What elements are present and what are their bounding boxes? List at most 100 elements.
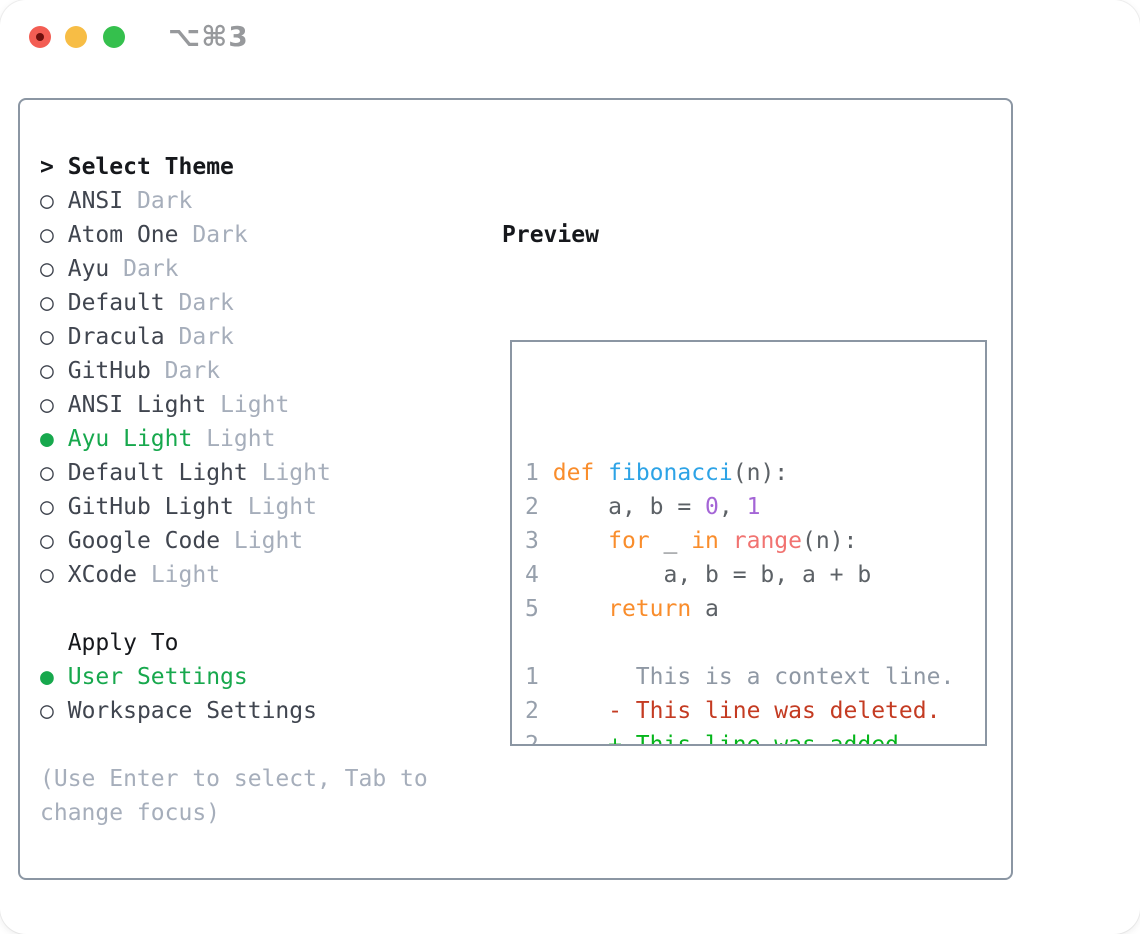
code-segment: 1	[746, 494, 761, 520]
line-number: 2	[525, 732, 539, 746]
theme-item[interactable]: ○ ANSI Light Light	[40, 388, 428, 422]
code-line: 4 a, b = b, a + b	[525, 558, 985, 592]
line-number: 4	[525, 562, 539, 588]
theme-item-variant: Dark	[178, 290, 234, 316]
radio-icon: ○	[40, 562, 54, 588]
code-segment: in	[691, 528, 719, 554]
radio-icon: ○	[40, 188, 54, 214]
prompt-icon: >	[40, 154, 54, 180]
code-segment: This is a context line.	[552, 664, 955, 690]
radio-icon: ○	[40, 324, 54, 350]
line-number: 2	[525, 494, 539, 520]
theme-item[interactable]: ○ Atom One Dark	[40, 218, 428, 252]
theme-item[interactable]: ○ Ayu Dark	[40, 252, 428, 286]
theme-item-label: Ayu	[67, 256, 110, 282]
minimize-button[interactable]	[65, 26, 87, 48]
theme-item-variant: Light	[150, 562, 221, 588]
line-number: 5	[525, 596, 539, 622]
theme-item-variant: Dark	[192, 222, 248, 248]
close-button[interactable]	[29, 26, 51, 48]
code-segment: fibonacci	[608, 460, 733, 486]
code-segment: return	[608, 596, 692, 622]
theme-item-variant: Light	[233, 528, 304, 554]
theme-item[interactable]: ○ Dracula Dark	[40, 320, 428, 354]
code-line: 1 def fibonacci(n):	[525, 456, 985, 490]
radio-icon: ○	[40, 290, 54, 316]
theme-item[interactable]: ○ Default Dark	[40, 286, 428, 320]
theme-item[interactable]: ○ GitHub Light Light	[40, 490, 428, 524]
radio-icon: ○	[40, 222, 54, 248]
code-segment: 0	[705, 494, 719, 520]
theme-item-variant: Light	[261, 460, 331, 486]
radio-icon: ○	[40, 256, 54, 282]
hint-text: change focus)	[40, 800, 221, 826]
code-line: 5 return a	[525, 592, 985, 626]
code-line: 2 + This line was added.	[525, 728, 985, 746]
theme-picker-panel: > Select Theme○ ANSI Dark○ Atom One Dark…	[18, 98, 1013, 880]
code-segment: (n):	[802, 528, 858, 554]
apply-to-header: Apply To	[40, 626, 428, 660]
theme-item-label: Default Light	[67, 460, 248, 486]
line-number: 1	[525, 664, 539, 690]
code-line: 1 This is a context line.	[525, 660, 985, 694]
code-segment: for	[608, 528, 650, 554]
radio-icon: ○	[40, 460, 54, 486]
apply-to-option[interactable]: ● User Settings	[40, 660, 428, 694]
code-line: 3 for _ in range(n):	[525, 524, 985, 558]
radio-icon: ○	[40, 528, 54, 554]
theme-item-variant: Light	[220, 392, 290, 418]
code-segment: ,	[718, 494, 747, 520]
spacer-row	[40, 592, 428, 626]
radio-selected-icon: ●	[40, 664, 54, 690]
theme-item-label: ANSI	[67, 188, 124, 214]
code-segment: a	[691, 596, 719, 622]
code-segment: (n):	[732, 460, 789, 486]
theme-item-label: Ayu Light	[67, 426, 193, 452]
theme-item-variant: Light	[247, 494, 317, 520]
code-segment: a, b =	[552, 494, 706, 520]
theme-item[interactable]: ○ Google Code Light	[40, 524, 428, 558]
line-number: 1	[525, 460, 539, 486]
close-dot-icon	[36, 33, 44, 41]
theme-list-title: Select Theme	[67, 154, 234, 180]
radio-icon: ○	[40, 494, 54, 520]
apply-to-title: Apply To	[40, 630, 179, 656]
apply-to-option[interactable]: ○ Workspace Settings	[40, 694, 428, 728]
radio-selected-icon: ●	[40, 426, 54, 452]
theme-item-variant: Light	[206, 426, 276, 452]
theme-item-variant: Dark	[136, 188, 193, 214]
theme-item-label: Google Code	[67, 528, 221, 554]
apply-to-option-label: User Settings	[67, 664, 248, 690]
theme-item[interactable]: ○ GitHub Dark	[40, 354, 428, 388]
code-segment	[719, 528, 733, 554]
theme-item[interactable]: ● Ayu Light Light	[40, 422, 428, 456]
code-segment: range	[732, 528, 803, 554]
theme-item-label: GitHub	[67, 358, 151, 384]
code-segment: _	[649, 528, 692, 554]
code-segment: a, b = b, a + b	[552, 562, 872, 588]
theme-item-variant: Dark	[164, 358, 221, 384]
theme-item-variant: Dark	[178, 324, 234, 350]
theme-item[interactable]: ○ Default Light Light	[40, 456, 428, 490]
theme-selector-column: > Select Theme○ ANSI Dark○ Atom One Dark…	[40, 150, 428, 830]
preview-header: Preview	[502, 222, 599, 248]
maximize-button[interactable]	[103, 26, 125, 48]
radio-icon: ○	[40, 358, 54, 384]
theme-item[interactable]: ○ XCode Light	[40, 558, 428, 592]
theme-item[interactable]: ○ ANSI Dark	[40, 184, 428, 218]
code-segment	[553, 528, 608, 554]
radio-icon: ○	[40, 392, 54, 418]
spacer-row	[40, 728, 428, 762]
theme-item-variant: Dark	[123, 256, 179, 282]
code-line: 2 - This line was deleted.	[525, 694, 985, 728]
apply-to-option-label: Workspace Settings	[67, 698, 317, 724]
code-blank-line	[525, 626, 985, 660]
code-segment: + This line was added.	[552, 732, 913, 746]
hint-line: (Use Enter to select, Tab to	[40, 762, 428, 796]
code-segment	[553, 596, 608, 622]
code-segment: def	[552, 460, 595, 486]
theme-item-label: ANSI Light	[67, 392, 207, 418]
titlebar: ⌥⌘3	[0, 0, 1140, 74]
